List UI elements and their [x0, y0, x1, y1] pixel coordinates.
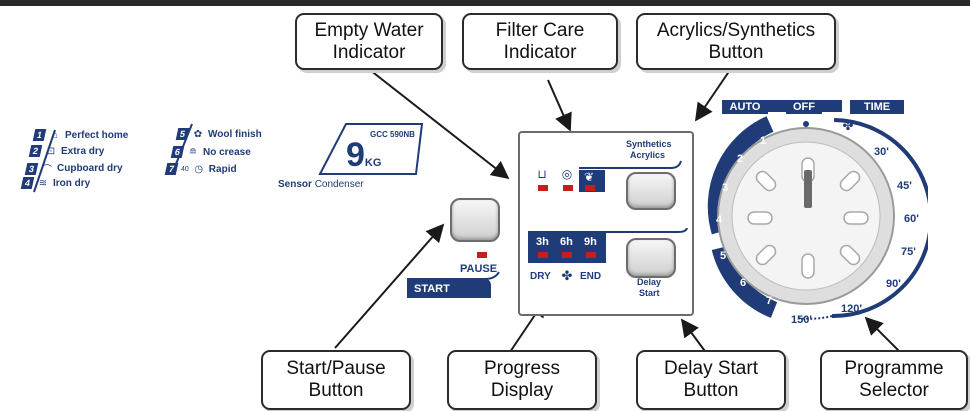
dial-time-90[interactable]: 90' — [886, 278, 901, 290]
start-label: START — [414, 283, 450, 295]
synthetics-led — [585, 185, 595, 191]
filter-care-callout: Filter Care Indicator — [462, 13, 618, 70]
dial-auto-1[interactable]: 1 — [760, 135, 767, 147]
programme-number: 7 — [164, 163, 179, 175]
auto-band: AUTO — [722, 100, 768, 114]
programme-label: Perfect home — [65, 129, 129, 141]
progress-led-3h — [538, 252, 548, 258]
model-number: GCC 590NB — [370, 130, 415, 139]
delay-start-callout: Delay Start Button — [636, 350, 786, 410]
house-icon: ⌂ — [51, 129, 59, 141]
programme-number: 3 — [24, 162, 39, 175]
progress-6h: 6h — [560, 236, 573, 248]
start-pause-callout: Start/Pause Button — [261, 350, 411, 410]
extra-dry-icon: ⊡ — [46, 145, 56, 157]
programme-label: Iron dry — [53, 177, 91, 189]
knob-grips — [747, 157, 869, 279]
dial-auto-4[interactable]: 4 — [716, 214, 723, 226]
dial-time-150[interactable]: 150' — [791, 314, 812, 326]
delay-start-label: Start — [639, 288, 660, 298]
start-pause-button[interactable] — [450, 198, 500, 242]
tank-icon: ⊔ — [537, 167, 547, 181]
progress-9h: 9h — [584, 236, 597, 248]
dial-time-45[interactable]: 45' — [897, 180, 912, 192]
condenser-word: Condenser — [314, 179, 364, 190]
progress-led-9h — [586, 252, 596, 258]
capacity-unit: KG — [364, 157, 382, 169]
programme-label: Wool finish — [208, 128, 262, 140]
dry-label: DRY — [530, 271, 551, 282]
pause-label: PAUSE — [460, 263, 498, 275]
programme-item: 6 ≘ No crease — [170, 146, 251, 158]
programme-label: Cupboard dry — [57, 163, 123, 174]
top-rule — [0, 0, 970, 6]
programme-item: 2 ⊡ Extra dry — [28, 145, 105, 157]
programme-number: 6 — [170, 146, 185, 158]
programme-label: Extra dry — [61, 145, 105, 157]
dial-auto-2[interactable]: 2 — [737, 153, 744, 165]
dial-time-120[interactable]: 120' — [841, 303, 862, 315]
synthetics-icon: ❦ — [583, 170, 595, 184]
off-band[interactable]: OFF — [786, 100, 822, 114]
sensor-condenser-label: Sensor Condenser — [278, 179, 364, 190]
time-fan-icon: ✤ — [842, 118, 854, 133]
filter-icon: ◎ — [561, 167, 573, 181]
filter-care-led — [563, 185, 573, 191]
dial-time-30[interactable]: 30' — [874, 146, 889, 158]
progress-3h: 3h — [536, 236, 549, 248]
programme-item: 7 40 ◷ Rapid — [164, 163, 237, 175]
programme-prefix: 40 — [181, 165, 189, 173]
acrylics-synthetics-callout: Acrylics/Synthetics Button — [636, 13, 836, 70]
iron-icon: ≋ — [38, 177, 48, 189]
wool-icon: ✿ — [193, 128, 203, 140]
acrylics-label: Acrylics — [630, 150, 666, 160]
programme-item: 4 ≋ Iron dry — [20, 177, 91, 189]
clock-icon: ◷ — [194, 163, 204, 175]
programme-item: 3 ⌒ Cupboard dry — [24, 161, 123, 176]
end-label: END — [580, 271, 602, 282]
empty-water-led — [538, 185, 548, 191]
programme-label: No crease — [203, 146, 251, 158]
dial-auto-3[interactable]: 3 — [722, 182, 729, 194]
programme-list-right: 5 ✿ Wool finish 6 ≘ No crease 7 40 ◷ Rap… — [160, 122, 430, 194]
dial-time-75[interactable]: 75' — [901, 246, 916, 258]
capacity-value: 9 — [346, 136, 365, 174]
programme-selector-callout: Programme Selector — [820, 350, 968, 410]
hanger-icon: ⌒ — [42, 165, 52, 176]
programme-divider — [33, 129, 56, 193]
pause-led — [477, 252, 487, 258]
empty-water-callout: Empty Water Indicator — [295, 13, 443, 70]
progress-band — [528, 228, 688, 263]
start-band — [407, 271, 500, 298]
programme-number: 4 — [20, 177, 35, 189]
acrylics-synthetics-button[interactable] — [626, 172, 676, 210]
programme-item: 5 ✿ Wool finish — [175, 128, 262, 140]
dial-time-60[interactable]: 60' — [904, 213, 919, 225]
shirt-icon: ≘ — [188, 146, 198, 158]
sensor-word: Sensor — [278, 179, 312, 190]
progress-led-6h — [562, 252, 572, 258]
programme-number: 1 — [32, 129, 47, 141]
control-panel — [518, 131, 694, 316]
dial-auto-7[interactable]: 7 — [766, 295, 773, 307]
programme-number: 2 — [28, 145, 43, 157]
progress-display-callout: Progress Display — [447, 350, 597, 410]
programme-list-left: 1 ⌂ Perfect home 2 ⊡ Extra dry 3 ⌒ Cupbo… — [20, 128, 172, 194]
dial-auto-5[interactable]: 5 — [720, 250, 727, 262]
dial-auto-6[interactable]: 6 — [740, 277, 747, 289]
programme-selector-knob[interactable] — [738, 148, 878, 288]
programme-item: 1 ⌂ Perfect home — [32, 129, 129, 141]
fan-icon: ✤ — [561, 268, 573, 283]
capacity-badge: 9KG — [346, 138, 381, 172]
delay-start-button[interactable] — [626, 238, 676, 278]
synthetics-label: Synthetics — [626, 139, 672, 149]
time-band: TIME — [850, 100, 904, 114]
delay-label: Delay — [637, 277, 662, 287]
programme-label: Rapid — [208, 163, 237, 175]
programme-number: 5 — [175, 128, 190, 140]
